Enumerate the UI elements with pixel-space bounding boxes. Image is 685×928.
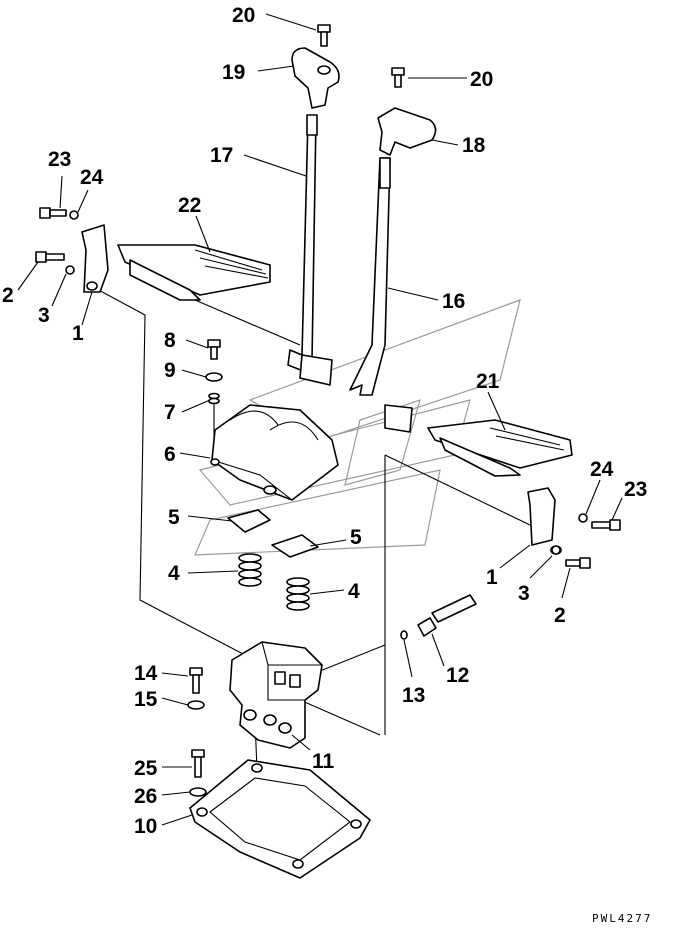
washer-3-right bbox=[551, 545, 561, 555]
callout-3-right: 3 bbox=[518, 582, 530, 605]
callout-2-left: 2 bbox=[2, 284, 14, 307]
bolt-14 bbox=[189, 667, 203, 694]
washer-24-left bbox=[69, 210, 79, 220]
callout-2-right: 2 bbox=[554, 604, 566, 627]
callout-16: 16 bbox=[442, 290, 465, 313]
washer-15 bbox=[187, 700, 205, 710]
callout-labels: 20 19 20 18 17 23 24 22 2 3 1 16 8 9 21 … bbox=[2, 4, 647, 838]
callout-23-left: 23 bbox=[48, 148, 71, 171]
callout-24-right: 24 bbox=[590, 458, 614, 481]
knob-19 bbox=[291, 47, 340, 109]
bracket-1-left bbox=[81, 224, 109, 293]
o-ring-13 bbox=[400, 630, 408, 640]
lever-rod-16 bbox=[349, 157, 413, 433]
bolt-2-right bbox=[565, 557, 591, 569]
bolt-20-right bbox=[391, 67, 405, 88]
washer-9 bbox=[205, 372, 223, 382]
washer-26 bbox=[189, 787, 207, 797]
fitting-12 bbox=[417, 594, 477, 637]
callout-5-right: 5 bbox=[350, 526, 362, 549]
callout-25: 25 bbox=[134, 757, 158, 780]
callout-19: 19 bbox=[222, 61, 245, 84]
callout-12: 12 bbox=[446, 664, 469, 687]
bolt-25 bbox=[191, 749, 205, 778]
callout-22: 22 bbox=[178, 194, 201, 217]
callout-4-right: 4 bbox=[348, 580, 360, 603]
pedal-21 bbox=[427, 419, 573, 477]
bolt-2-left bbox=[35, 251, 65, 263]
callout-15: 15 bbox=[134, 688, 158, 711]
spring-4-left bbox=[238, 553, 262, 587]
plate-10 bbox=[189, 759, 371, 879]
callout-24-left: 24 bbox=[80, 166, 104, 189]
callout-14: 14 bbox=[134, 662, 158, 685]
plate-5-right bbox=[271, 534, 319, 558]
lever-rod-17 bbox=[287, 114, 333, 386]
callout-7: 7 bbox=[164, 401, 176, 424]
callout-21: 21 bbox=[476, 370, 500, 393]
callout-leaders bbox=[17, 13, 623, 826]
callout-5-left: 5 bbox=[168, 506, 180, 529]
cover-6 bbox=[210, 404, 339, 501]
callout-26: 26 bbox=[134, 785, 157, 808]
washer-24-right bbox=[578, 513, 588, 523]
callout-6: 6 bbox=[164, 443, 176, 466]
spring-4-right bbox=[286, 577, 310, 611]
bolt-23-right bbox=[591, 519, 621, 531]
callout-11: 11 bbox=[312, 750, 335, 773]
guide-lines bbox=[94, 287, 531, 846]
callout-13: 13 bbox=[402, 684, 425, 707]
drawing-code: PWL4277 bbox=[592, 912, 652, 925]
pedal-22 bbox=[117, 244, 271, 301]
callout-3-left: 3 bbox=[38, 304, 50, 327]
callout-18: 18 bbox=[462, 134, 486, 157]
bolt-8 bbox=[207, 339, 221, 360]
callout-23-right: 23 bbox=[624, 478, 647, 501]
callout-20-top: 20 bbox=[232, 4, 255, 27]
callout-20-right: 20 bbox=[470, 68, 493, 91]
valve-11 bbox=[229, 641, 323, 749]
plate-5-left bbox=[227, 509, 271, 533]
callout-10: 10 bbox=[134, 815, 157, 838]
callout-17: 17 bbox=[210, 144, 233, 167]
knob-18 bbox=[377, 107, 437, 156]
callout-1-left: 1 bbox=[72, 322, 84, 345]
callout-1-right: 1 bbox=[486, 566, 498, 589]
bracket-1-right bbox=[527, 487, 562, 555]
callout-4-left: 4 bbox=[168, 562, 180, 585]
callout-9: 9 bbox=[164, 359, 176, 382]
bolt-23-left bbox=[39, 207, 67, 219]
callout-8: 8 bbox=[164, 329, 176, 352]
bolt-20-top bbox=[317, 24, 331, 47]
washer-3-left bbox=[65, 265, 75, 275]
